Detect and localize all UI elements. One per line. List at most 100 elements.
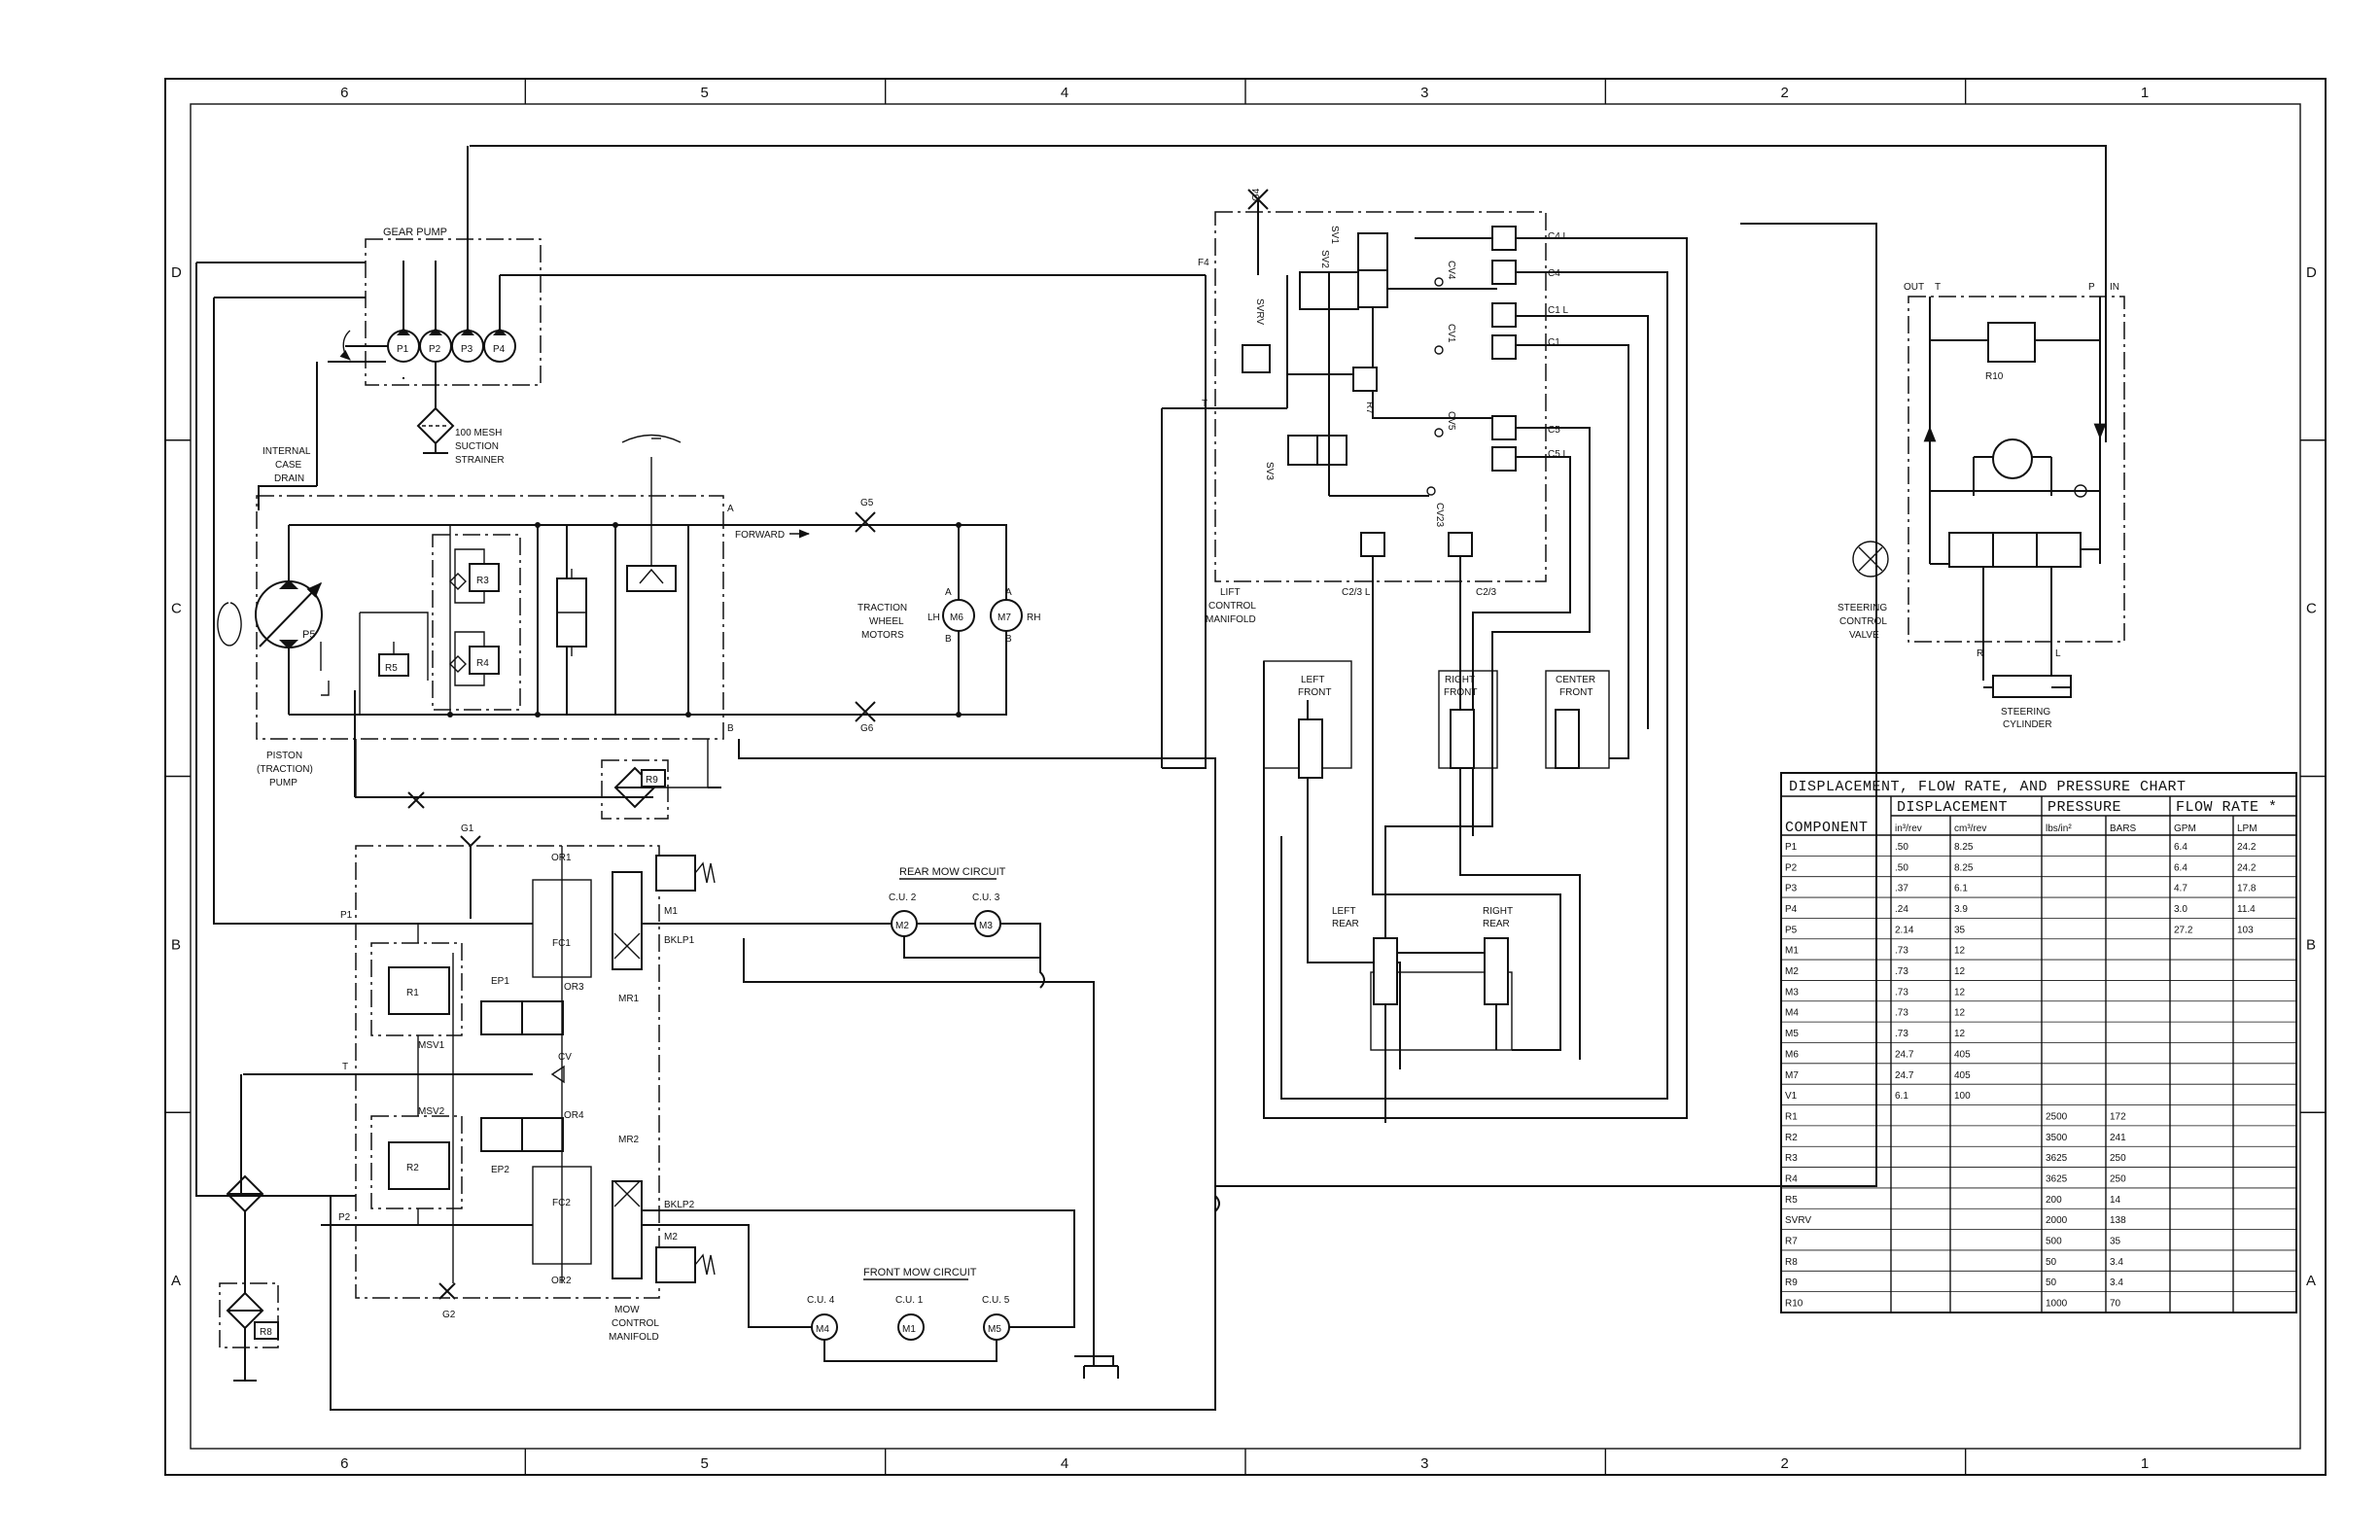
lift-manifold-label-3: MANIFOLD xyxy=(1206,614,1256,625)
chart-cell: .37 xyxy=(1895,884,1908,894)
g1-label: G1 xyxy=(461,823,474,834)
chart-cell: 24.7 xyxy=(1895,1049,1914,1060)
center-front-label-2: FRONT xyxy=(1559,687,1592,698)
piston-pump-group: P5 PISTON (TRACTION) PUMP R3 R4 R5 A B xyxy=(217,434,734,788)
cu3-label: C.U. 3 xyxy=(972,892,1000,903)
c4l-label: C4 L xyxy=(1548,231,1569,242)
chart-row-component: M4 xyxy=(1785,1008,1799,1019)
chart-row-component: P2 xyxy=(1785,862,1798,873)
or4-label: OR4 xyxy=(564,1110,584,1121)
chart-cell: 200 xyxy=(2046,1195,2062,1206)
chart-group-header: FLOW RATE * xyxy=(2176,799,2278,816)
case-drain-label-2: CASE xyxy=(275,460,302,471)
chart-row-component: P1 xyxy=(1785,842,1798,853)
motor-m4-symbol xyxy=(811,1313,838,1341)
p4-label: P4 xyxy=(493,344,506,355)
lift-manifold-label-1: LIFT xyxy=(1220,587,1241,598)
chart-row-component: R2 xyxy=(1785,1133,1798,1143)
displacement-chart: DISPLACEMENT, FLOW RATE, AND PRESSURE CH… xyxy=(1780,772,2297,1313)
column-label-top: 4 xyxy=(1061,85,1068,101)
chart-cell: 3.9 xyxy=(1954,904,1968,915)
g5-label: G5 xyxy=(860,498,874,508)
row-label-right: C xyxy=(2306,601,2317,617)
c5l-label: C5 L xyxy=(1548,449,1569,460)
chart-cell: 70 xyxy=(2110,1299,2121,1310)
chart-sub-header: lbs/in² xyxy=(2046,823,2072,834)
column-label-bottom: 5 xyxy=(701,1455,709,1472)
mr1-label: MR1 xyxy=(618,994,640,1004)
rear-mow-label: REAR MOW CIRCUIT xyxy=(899,866,1006,878)
c5-label: C5 xyxy=(1548,425,1560,436)
left-rear-label-2: REAR xyxy=(1332,919,1359,929)
steer-cyl-label-2: CYLINDER xyxy=(2003,719,2052,730)
chart-cell: .73 xyxy=(1895,987,1908,998)
chart-cell: 27.2 xyxy=(2174,925,2193,935)
chart-cell: 3.4 xyxy=(2110,1257,2123,1268)
row-label-right: A xyxy=(2306,1273,2316,1289)
piston-pump-label-1: PISTON xyxy=(266,751,302,761)
column-label-bottom: 2 xyxy=(1781,1455,1789,1472)
chart-cell: 103 xyxy=(2237,925,2254,935)
chart-cell: 100 xyxy=(1954,1091,1971,1102)
filter-r8-group: R8 xyxy=(219,1073,356,1382)
steer-l-label: L xyxy=(2055,648,2061,659)
chart-cell: .73 xyxy=(1895,1029,1908,1039)
row-label-left: D xyxy=(171,264,182,281)
chart-row-component: M1 xyxy=(1785,946,1799,957)
chart-cell: 4.7 xyxy=(2174,884,2188,894)
left-rear-label-1: LEFT xyxy=(1332,906,1355,917)
left-front-label-2: FRONT xyxy=(1298,687,1331,698)
cv1-label: CV1 xyxy=(1446,324,1456,343)
c23l-label: C2/3 L xyxy=(1342,587,1371,598)
chart-cell: 250 xyxy=(2110,1153,2126,1164)
cv-label: CV xyxy=(558,1052,572,1063)
chart-row-component: R8 xyxy=(1785,1257,1798,1268)
r9-label: R9 xyxy=(646,775,658,786)
mow-manifold-label-2: CONTROL xyxy=(612,1318,659,1329)
m1-motor-label: M1 xyxy=(902,1324,916,1335)
p3-label: P3 xyxy=(461,344,473,355)
steering-group: OUT T P IN R10 STEERING CONTROL VALVE R … xyxy=(1214,223,2125,1410)
piston-pump-label-2: (TRACTION) xyxy=(257,764,313,775)
fc1-label: FC1 xyxy=(552,938,571,949)
f4-label: F4 xyxy=(1198,258,1209,268)
chart-cell: 50 xyxy=(2046,1257,2057,1268)
chart-cell: 24.7 xyxy=(1895,1070,1914,1081)
chart-sub-header: in³/rev xyxy=(1895,823,1922,834)
steer-t-label: T xyxy=(1935,282,1941,293)
chart-row-component: M6 xyxy=(1785,1049,1799,1060)
gear-pump-label: GEAR PUMP xyxy=(383,227,447,238)
mow-manifold-label-1: MOW xyxy=(614,1305,640,1315)
chart-row-component: R1 xyxy=(1785,1111,1798,1122)
chart-cell: 24.2 xyxy=(2237,862,2257,873)
r7-label: R7 xyxy=(1364,402,1375,414)
column-label-top: 3 xyxy=(1420,85,1428,101)
steer-out-label: OUT xyxy=(1904,282,1924,293)
chart-row-component: M3 xyxy=(1785,987,1799,998)
motor-a-left-label: A xyxy=(945,587,952,598)
m1-label: M1 xyxy=(664,906,678,917)
column-label-bottom: 6 xyxy=(340,1455,348,1472)
column-label-top: 6 xyxy=(340,85,348,101)
chart-cell: 50 xyxy=(2046,1278,2057,1288)
msv2-label: MSV2 xyxy=(418,1106,445,1117)
r2-label: R2 xyxy=(406,1163,419,1173)
rh-label: RH xyxy=(1027,612,1040,623)
ep1-label: EP1 xyxy=(491,976,509,987)
chart-row-component: R9 xyxy=(1785,1278,1798,1288)
chart-cell: 6.4 xyxy=(2174,842,2188,853)
cv5-label: CV5 xyxy=(1446,411,1456,431)
chart-cell: 3.4 xyxy=(2110,1278,2123,1288)
steer-valve-label-1: STEERING xyxy=(1838,603,1887,613)
chart-row-component: R4 xyxy=(1785,1174,1798,1185)
chart-cell: 2000 xyxy=(2046,1215,2068,1226)
front-mow-label: FRONT MOW CIRCUIT xyxy=(863,1267,977,1278)
chart-group-header: PRESSURE xyxy=(2048,799,2121,816)
r4-label: R4 xyxy=(476,658,489,669)
chart-cell: .73 xyxy=(1895,966,1908,977)
chart-cell: 2500 xyxy=(2046,1111,2068,1122)
chart-cell: 8.25 xyxy=(1954,842,1974,853)
chart-cell: 11.4 xyxy=(2237,904,2256,915)
traction-motors-label-3: MOTORS xyxy=(861,630,904,641)
line-p1-label: P1 xyxy=(340,910,353,921)
